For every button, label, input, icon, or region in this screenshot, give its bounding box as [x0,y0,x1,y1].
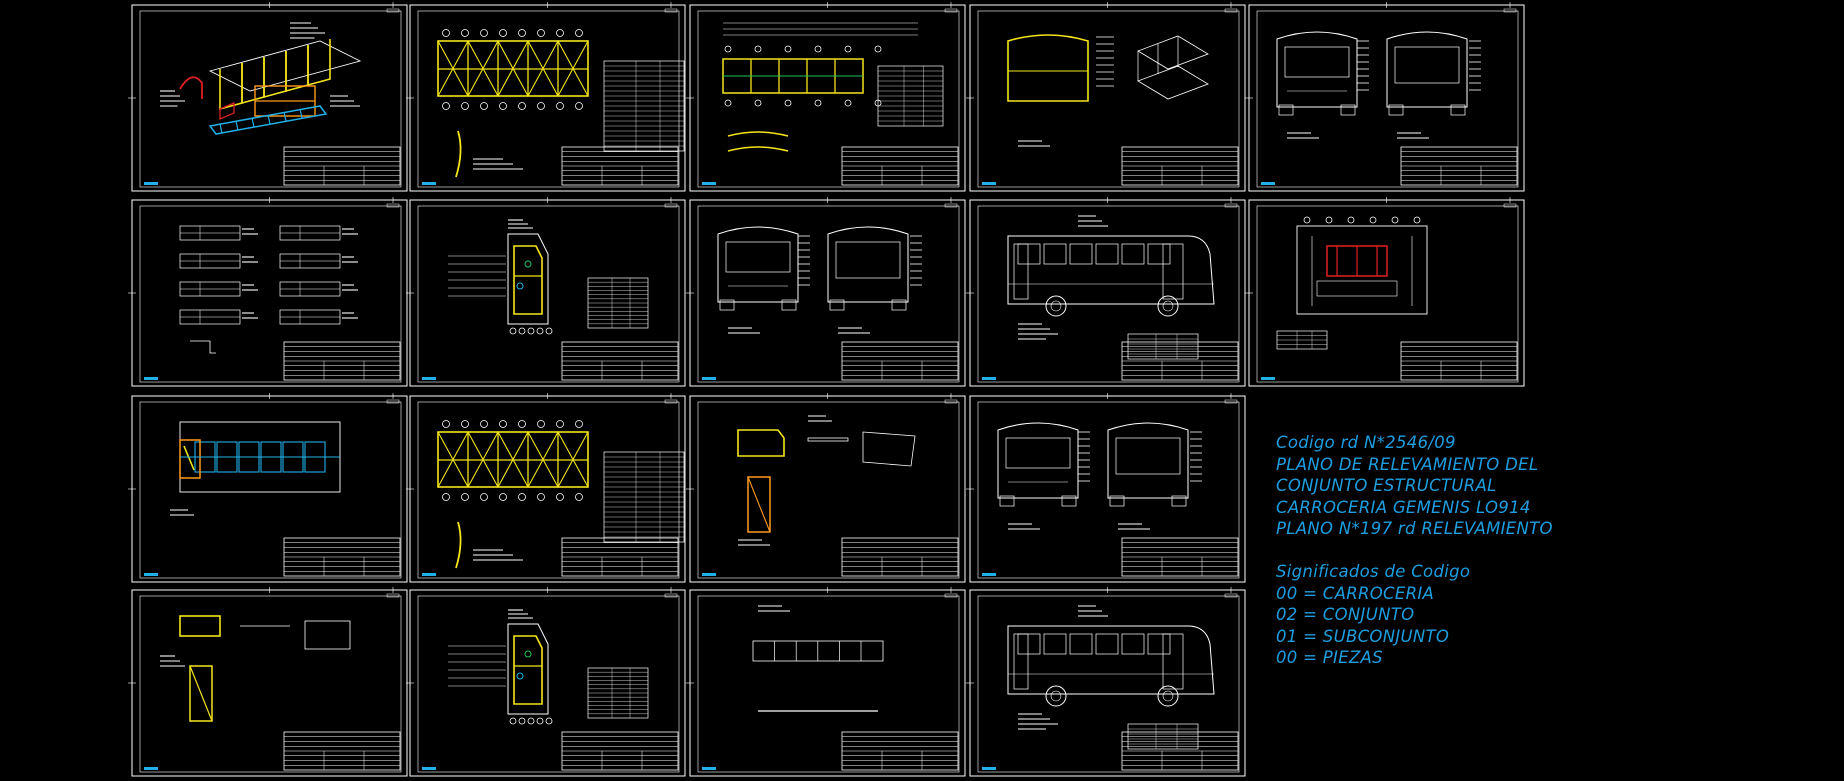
code-legend: Codigo rd N*2546/09 PLANO DE RELEVAMIENT… [1276,432,1553,669]
legend-title-2: CONJUNTO ESTRUCTURAL [1276,476,1497,496]
legend-title-1: PLANO DE RELEVAMIENTO DEL [1276,454,1539,474]
drawing-sheet-s6 [128,197,408,387]
code-meaning: 01 = SUBCONJUNTO [1276,626,1450,646]
code-line: Codigo rd N*2546/09 [1276,433,1456,452]
meanings-heading: Significados de Codigo [1276,561,1471,581]
legend-spacer [1276,540,1553,561]
plan-line: PLANO N*197 rd RELEVAMIENTO [1276,519,1553,539]
drawing-sheet-s16 [406,587,686,777]
drawing-sheet-s18 [966,587,1246,777]
drawing-sheet-s5 [1245,2,1525,192]
drawing-sheet-s11 [128,393,408,583]
drawing-sheet-s10 [1245,197,1525,387]
drawing-sheet-s4 [966,2,1246,192]
code-meaning: 02 = CONJUNTO [1276,605,1415,625]
drawing-sheet-s3 [686,2,966,192]
drawing-sheet-s12 [406,393,686,583]
drawing-sheet-s17 [686,587,966,777]
drawing-sheet-s13 [686,393,966,583]
drawing-sheet-s1 [128,2,408,192]
code-meaning: 00 = CARROCERIA [1276,583,1435,603]
drawing-sheet-s14 [966,393,1246,583]
drawing-sheet-s2 [406,2,686,192]
drawing-sheet-s8 [686,197,966,387]
drawing-sheet-s15 [128,587,408,777]
legend-title-3: CARROCERIA GEMENIS LO914 [1276,497,1531,517]
code-meaning: 00 = PIEZAS [1276,648,1383,668]
drawing-sheet-s9 [966,197,1246,387]
drawing-sheet-s7 [406,197,686,387]
